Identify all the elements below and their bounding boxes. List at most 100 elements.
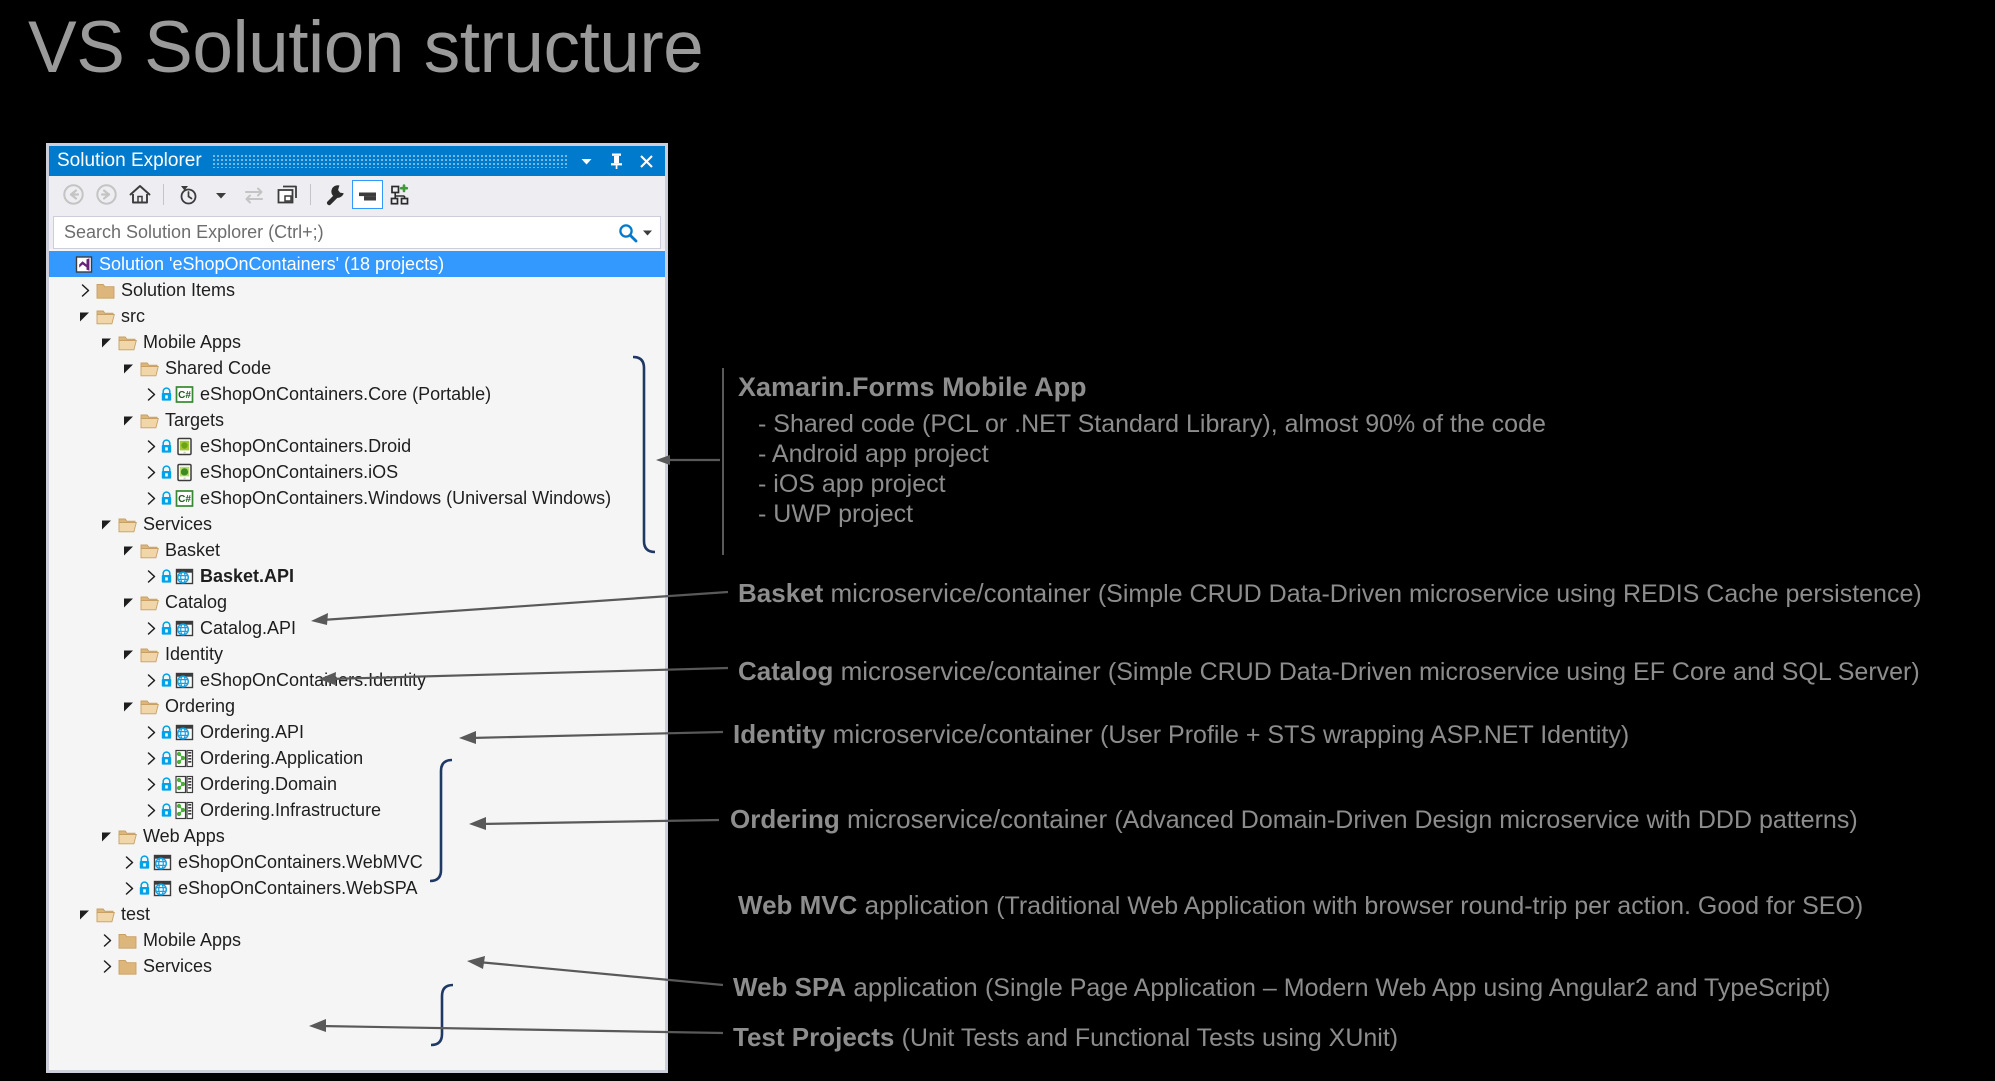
collapse-arrow-icon[interactable] bbox=[143, 750, 159, 766]
home-icon[interactable] bbox=[124, 180, 155, 209]
tree-item-label: src bbox=[121, 305, 145, 326]
tree-item-targets[interactable]: Targets bbox=[49, 407, 665, 433]
tree-item-ordering-api[interactable]: Ordering.API bbox=[49, 719, 665, 745]
folder-open-icon bbox=[140, 645, 159, 664]
chevron-down-icon[interactable] bbox=[578, 153, 595, 170]
pin-icon[interactable] bbox=[608, 152, 625, 170]
titlebar-buttons bbox=[578, 152, 665, 170]
tree-item-eshoponcontainers-identity[interactable]: eShopOnContainers.Identity bbox=[49, 667, 665, 693]
expand-arrow-icon[interactable] bbox=[121, 594, 137, 610]
tree-item-basket[interactable]: Basket bbox=[49, 537, 665, 563]
tree-item-solution-eshoponcontainers-18-projects[interactable]: Solution 'eShopOnContainers' (18 project… bbox=[49, 251, 665, 277]
close-icon[interactable] bbox=[638, 153, 655, 170]
tree-item-eshoponcontainers-core-portable[interactable]: C#eShopOnContainers.Core (Portable) bbox=[49, 381, 665, 407]
lock-icon bbox=[161, 672, 172, 688]
collapse-arrow-icon[interactable] bbox=[143, 620, 159, 636]
titlebar-drag-dots[interactable] bbox=[211, 154, 568, 168]
tree-item-shared-code[interactable]: Shared Code bbox=[49, 355, 665, 381]
annotation-term: Ordering bbox=[730, 804, 840, 834]
expand-arrow-icon[interactable] bbox=[121, 360, 137, 376]
tree-item-ordering[interactable]: Ordering bbox=[49, 693, 665, 719]
tree-item-ordering-application[interactable]: Ordering.Application bbox=[49, 745, 665, 771]
tree-item-label: Targets bbox=[165, 409, 225, 430]
annotation-kind bbox=[894, 1022, 901, 1052]
collapse-arrow-icon[interactable] bbox=[143, 568, 159, 584]
folder-open-icon bbox=[118, 515, 137, 534]
search-icon[interactable] bbox=[617, 222, 639, 244]
tree-item-eshoponcontainers-webspa[interactable]: eShopOnContainers.WebSPA bbox=[49, 875, 665, 901]
annotation-bullet: - Android app project bbox=[758, 440, 989, 468]
collapse-arrow-icon[interactable] bbox=[143, 776, 159, 792]
dropdown-arrow-icon[interactable] bbox=[205, 180, 236, 209]
tree-item-eshoponcontainers-droid[interactable]: eShopOnContainers.Droid bbox=[49, 433, 665, 459]
expand-arrow-icon[interactable] bbox=[77, 308, 93, 324]
pending-changes-icon[interactable] bbox=[172, 180, 203, 209]
tree-item-services[interactable]: Services bbox=[49, 953, 665, 979]
tree-item-ordering-domain[interactable]: Ordering.Domain bbox=[49, 771, 665, 797]
tree-item-catalog[interactable]: Catalog bbox=[49, 589, 665, 615]
tree-item-services[interactable]: Services bbox=[49, 511, 665, 537]
tree-item-identity[interactable]: Identity bbox=[49, 641, 665, 667]
search-box[interactable]: Search Solution Explorer (Ctrl+;) bbox=[53, 216, 661, 249]
annotation-tests: Test Projects (Unit Tests and Functional… bbox=[733, 1022, 1398, 1053]
expand-arrow-icon[interactable] bbox=[99, 334, 115, 350]
tree-item-label: eShopOnContainers.iOS bbox=[200, 461, 399, 482]
collapse-arrow-icon[interactable] bbox=[121, 880, 137, 896]
lock-icon bbox=[139, 854, 150, 870]
tree-item-basket-api[interactable]: Basket.API bbox=[49, 563, 665, 589]
page-title: VS Solution structure bbox=[28, 7, 704, 88]
expand-arrow-icon[interactable] bbox=[99, 828, 115, 844]
annotation-kind: microservice/container bbox=[839, 804, 1115, 834]
expand-arrow-icon[interactable] bbox=[121, 412, 137, 428]
tree-item-eshoponcontainers-ios[interactable]: eShopOnContainers.iOS bbox=[49, 459, 665, 485]
annotation-term: Identity bbox=[733, 719, 826, 749]
tree-item-mobile-apps[interactable]: Mobile Apps bbox=[49, 329, 665, 355]
expand-arrow-icon[interactable] bbox=[121, 542, 137, 558]
collapse-arrow-icon[interactable] bbox=[77, 282, 93, 298]
tree-item-eshoponcontainers-webmvc[interactable]: eShopOnContainers.WebMVC bbox=[49, 849, 665, 875]
lock-icon bbox=[161, 750, 172, 766]
lock-icon bbox=[161, 438, 172, 454]
csharp-project-icon: C# bbox=[175, 489, 194, 508]
collapse-arrow-icon[interactable] bbox=[143, 672, 159, 688]
tree-item-label: Mobile Apps bbox=[143, 929, 242, 950]
tree-item-ordering-infrastructure[interactable]: Ordering.Infrastructure bbox=[49, 797, 665, 823]
expand-arrow-icon[interactable] bbox=[121, 698, 137, 714]
chevron-down-icon[interactable] bbox=[641, 226, 654, 239]
forward-icon[interactable] bbox=[91, 180, 122, 209]
tree-item-catalog-api[interactable]: Catalog.API bbox=[49, 615, 665, 641]
search-input[interactable]: Search Solution Explorer (Ctrl+;) bbox=[64, 222, 324, 242]
collapse-arrow-icon[interactable] bbox=[143, 490, 159, 506]
tree-item-label: Mobile Apps bbox=[143, 331, 242, 352]
collapse-arrow-icon[interactable] bbox=[143, 438, 159, 454]
tree-item-mobile-apps[interactable]: Mobile Apps bbox=[49, 927, 665, 953]
web-project-icon bbox=[175, 567, 194, 586]
show-all-files-icon[interactable] bbox=[385, 180, 416, 209]
solution-tree[interactable]: Solution 'eShopOnContainers' (18 project… bbox=[49, 249, 665, 1070]
expand-arrow-icon[interactable] bbox=[77, 906, 93, 922]
folder-icon bbox=[96, 281, 115, 300]
tree-item-web-apps[interactable]: Web Apps bbox=[49, 823, 665, 849]
tree-item-src[interactable]: src bbox=[49, 303, 665, 329]
sync-with-active-document-icon[interactable] bbox=[238, 180, 269, 209]
back-icon[interactable] bbox=[58, 180, 89, 209]
folder-open-icon bbox=[96, 307, 115, 326]
collapse-arrow-icon[interactable] bbox=[143, 724, 159, 740]
tree-item-eshoponcontainers-windows-universal-windows[interactable]: C#eShopOnContainers.Windows (Universal W… bbox=[49, 485, 665, 511]
annotation-term: Web SPA bbox=[733, 972, 847, 1002]
tree-item-test[interactable]: test bbox=[49, 901, 665, 927]
preview-selected-items-icon[interactable] bbox=[352, 180, 383, 209]
collapse-arrow-icon[interactable] bbox=[143, 464, 159, 480]
collapse-arrow-icon[interactable] bbox=[143, 386, 159, 402]
properties-icon[interactable] bbox=[271, 180, 302, 209]
wrench-icon[interactable] bbox=[319, 180, 350, 209]
collapse-arrow-icon[interactable] bbox=[143, 802, 159, 818]
collapse-arrow-icon[interactable] bbox=[121, 854, 137, 870]
expand-arrow-icon[interactable] bbox=[121, 646, 137, 662]
collapse-arrow-icon[interactable] bbox=[99, 958, 115, 974]
tree-item-label: Ordering.Infrastructure bbox=[200, 799, 382, 820]
expand-arrow-icon[interactable] bbox=[99, 516, 115, 532]
collapse-arrow-icon[interactable] bbox=[99, 932, 115, 948]
annotation-mobile-app: Xamarin.Forms Mobile App - Shared code (… bbox=[738, 372, 1546, 529]
tree-item-solution-items[interactable]: Solution Items bbox=[49, 277, 665, 303]
